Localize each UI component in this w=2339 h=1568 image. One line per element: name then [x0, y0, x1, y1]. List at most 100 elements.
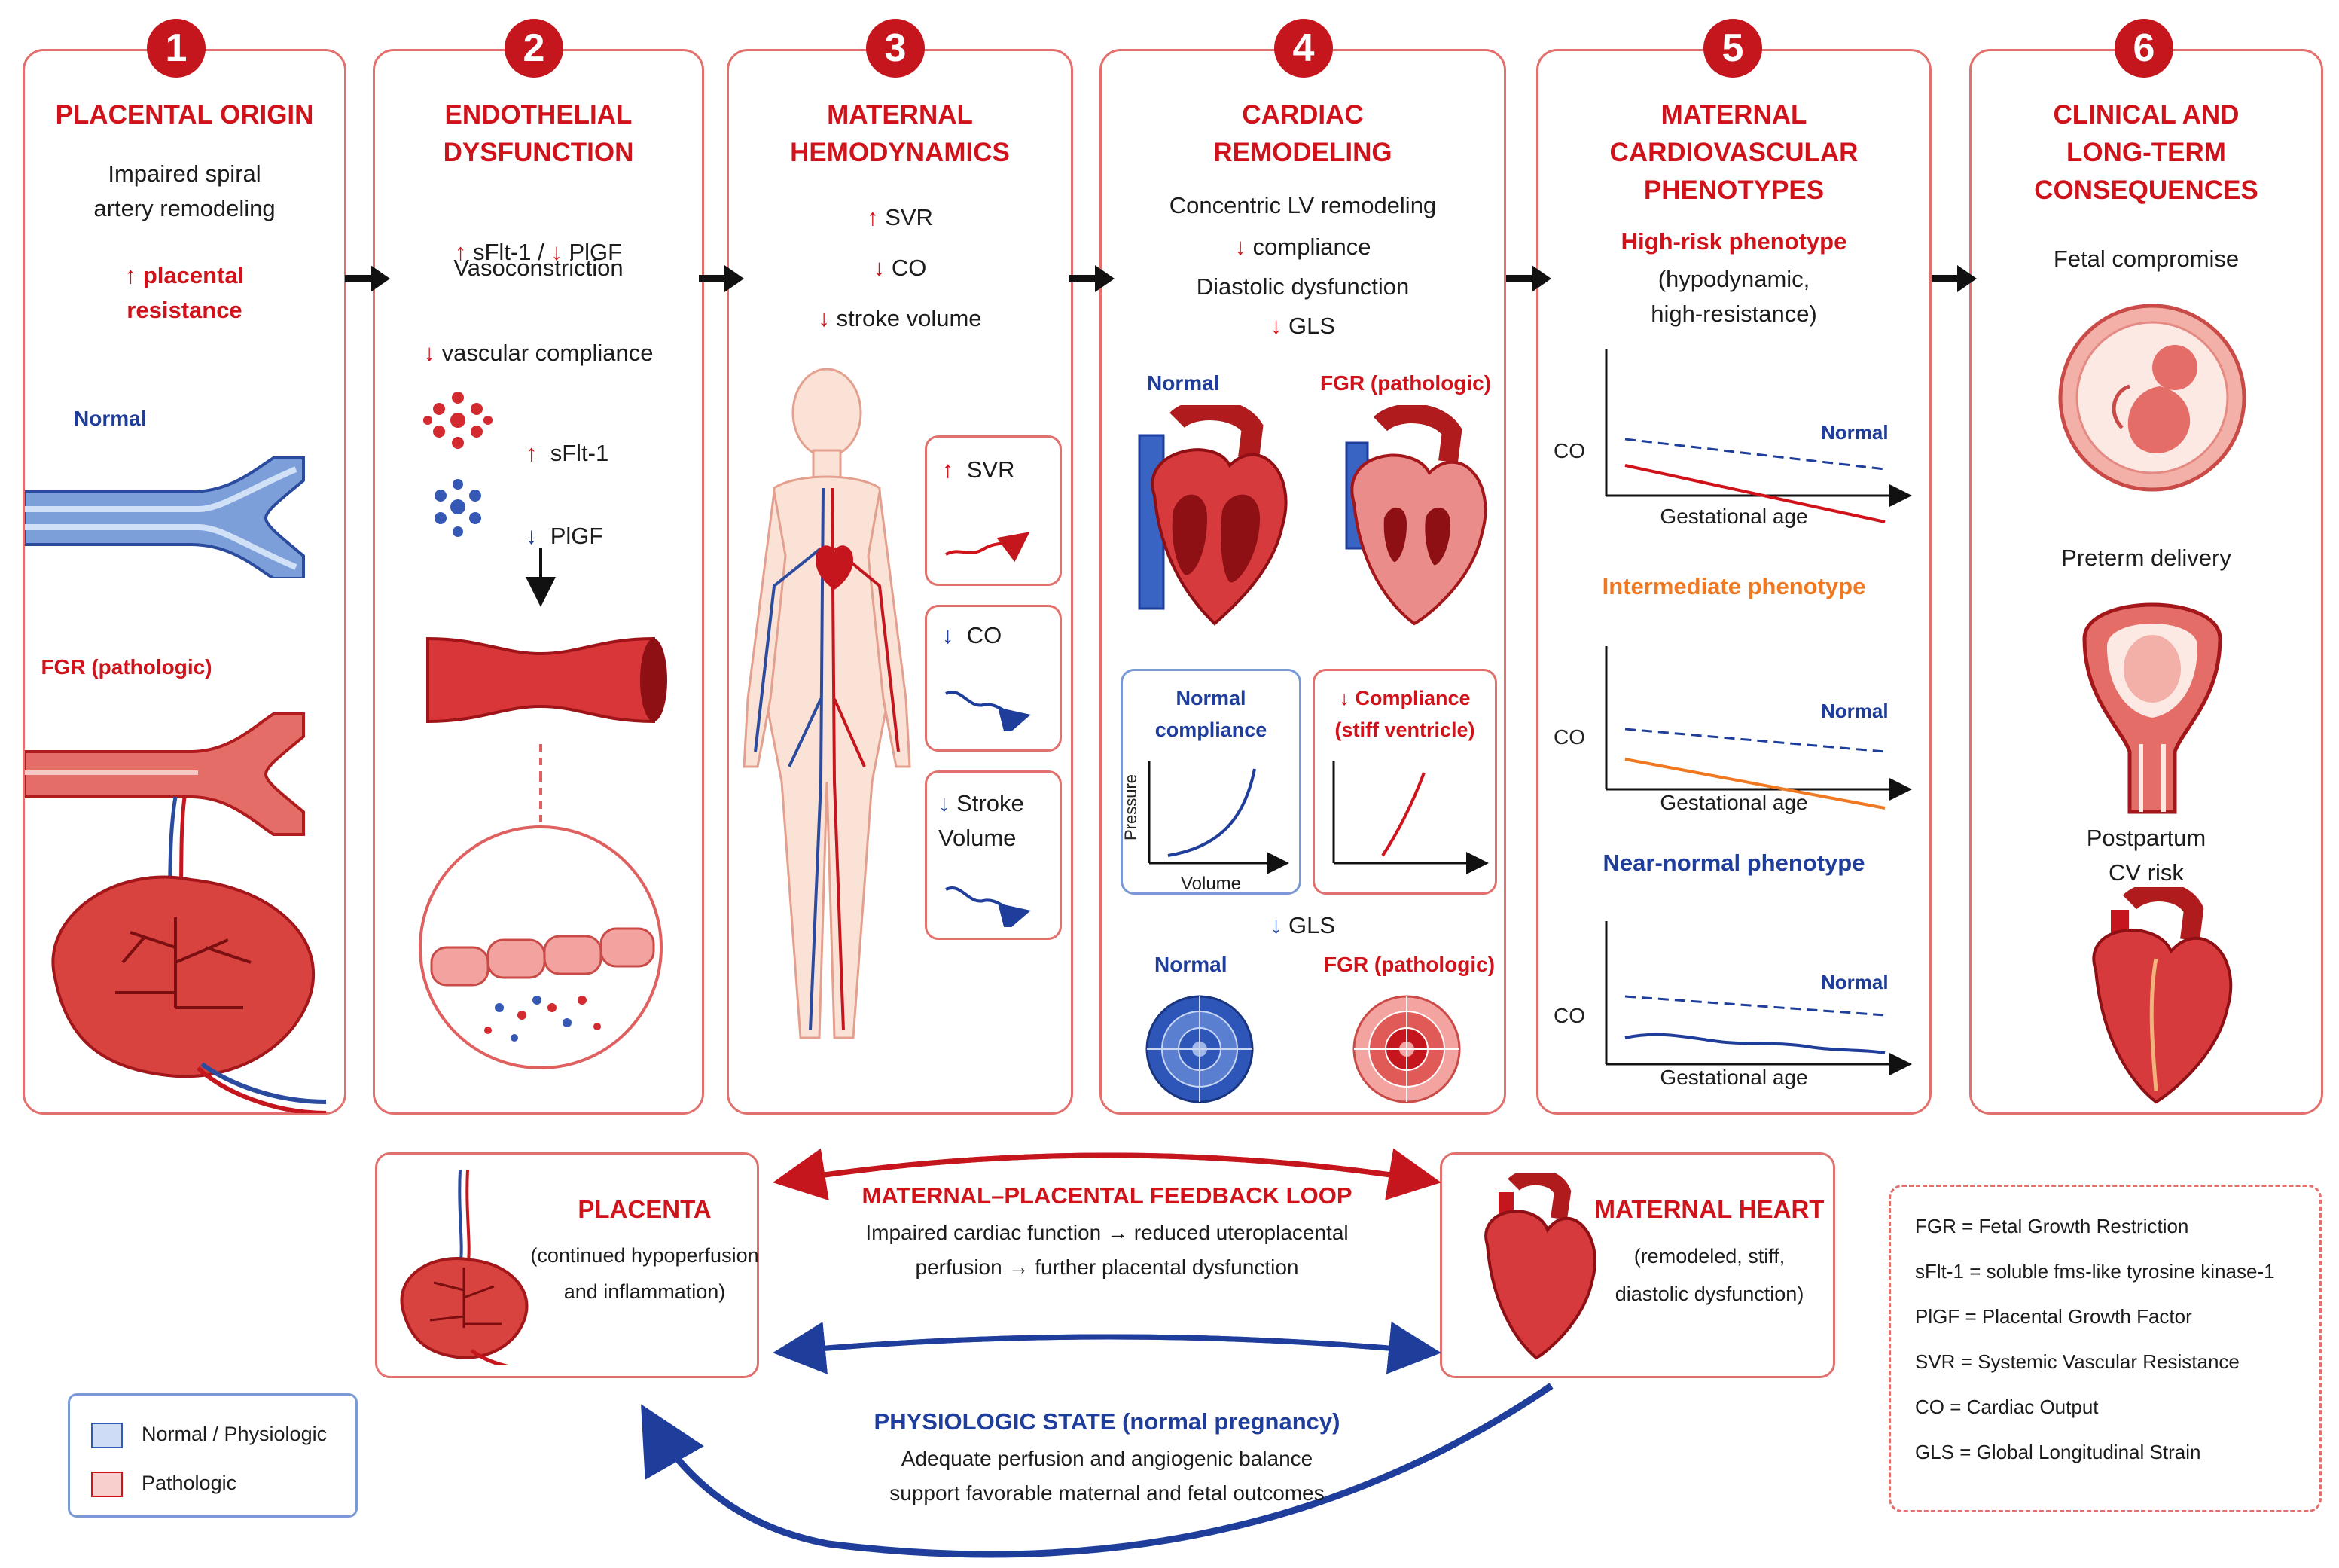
- vasoconstriction-text: Vasoconstriction: [453, 255, 624, 281]
- heart-icon: [1484, 1173, 1596, 1360]
- svg-text:Normal: Normal: [1821, 421, 1889, 444]
- flow-arrow-icon: [1069, 265, 1115, 292]
- flow-arrow-icon: [1506, 265, 1551, 292]
- panel-title: CARDIAC REMODELING: [1213, 100, 1392, 167]
- panel-title: ENDOTHELIAL DYSFUNCTION: [443, 100, 634, 167]
- heart-illustration: [2092, 887, 2233, 1104]
- placenta-subtitle: (continued hypoperfusion and inflammatio…: [530, 1244, 759, 1303]
- label-fgr: FGR (pathologic): [41, 655, 212, 679]
- panel-title: CLINICAL AND LONG-TERM CONSEQUENCES: [2034, 100, 2258, 205]
- fgr-artery-placenta-illustration: [25, 712, 327, 1113]
- panel-title: MATERNAL CARDIOVASCULAR PHENOTYPES: [1609, 100, 1859, 205]
- panel-text: Impaired spiral artery remodeling: [93, 160, 276, 221]
- abbreviation-equals: =: [1964, 1260, 1987, 1283]
- high-risk-subtitle: (hypodynamic, high-resistance): [1651, 266, 1817, 327]
- abbreviation-value: Fetal Growth Restriction: [1978, 1215, 2189, 1237]
- plgf-particles-icon: [435, 479, 481, 537]
- panel-maternal-hemodynamics: MATERNAL HEMODYNAMICS ↑ SVR ↓ CO ↓ strok…: [727, 49, 1073, 1115]
- step-badge-5: 5: [1703, 19, 1762, 78]
- human-body-circulation-illustration: [743, 368, 911, 1039]
- flow-arrow-icon: [699, 265, 744, 292]
- legend-normal-label: Normal / Physiologic: [142, 1423, 328, 1445]
- abbreviation-equals: =: [1944, 1396, 1967, 1418]
- constricted-vessel-illustration: [426, 548, 667, 774]
- abbreviation-key: FGR: [1915, 1215, 1956, 1237]
- normal-compliance-label: Normal compliance: [1154, 687, 1267, 741]
- step-badge-1: 1: [147, 19, 206, 78]
- co-line: ↓ CO: [873, 255, 927, 281]
- stroke-volume-trend-label: ↓ Stroke Volume: [938, 790, 1024, 851]
- abbreviation-value: Placental Growth Factor: [1981, 1305, 2192, 1328]
- panel-title: MATERNAL HEMODYNAMICS: [790, 100, 1010, 167]
- high-risk-title: High-risk phenotype: [1621, 228, 1847, 255]
- panel-endothelial-dysfunction: ENDOTHELIAL DYSFUNCTION ↑ sFlt-1 / ↓ PlG…: [373, 49, 704, 1115]
- sflt-particles-icon: [423, 392, 493, 449]
- feedback-loop-title: MATERNAL–PLACENTAL FEEDBACK LOOP: [861, 1182, 1352, 1209]
- physiologic-state-title: PHYSIOLOGIC STATE (normal pregnancy): [874, 1408, 1340, 1435]
- abbreviation-key: GLS: [1915, 1441, 1955, 1463]
- panel-text-highlight: ↑ placental resistance: [124, 262, 245, 323]
- panel-cardiac-remodeling: CARDIAC REMODELING Concentric LV remodel…: [1099, 49, 1506, 1115]
- abbreviation-key: PlGF: [1915, 1305, 1960, 1328]
- label-normal-bullseye: Normal: [1154, 953, 1227, 976]
- near-normal-title: Near-normal phenotype: [1603, 850, 1865, 876]
- legend-normal-swatch: [91, 1423, 123, 1448]
- label-normal: Normal: [74, 407, 147, 430]
- co-chart-high-risk: CO Normal: [1554, 349, 1912, 523]
- lv-remodeling-text: Concentric LV remodeling: [1169, 192, 1437, 218]
- abbreviation-equals: =: [1956, 1215, 1979, 1237]
- flow-arrow-icon: [345, 265, 390, 292]
- physiologic-state-text: Adequate perfusion and angiogenic balanc…: [889, 1447, 1325, 1505]
- label-fgr: FGR (pathologic): [1320, 371, 1492, 395]
- label-fgr-bullseye: FGR (pathologic): [1324, 953, 1496, 976]
- step-badge-4: 4: [1274, 19, 1333, 78]
- sflt-plgf-line: ↑ sFlt-1 / ↓ PlGF: [454, 239, 623, 265]
- step-badge-3: 3: [866, 19, 925, 78]
- normal-gls-bullseye-icon: [1145, 995, 1254, 1103]
- normal-artery-illustration: [25, 456, 305, 578]
- abbreviation-value: Systemic Vascular Resistance: [1978, 1350, 2240, 1373]
- normal-heart-cross-section-illustration: [1138, 405, 1288, 626]
- panel-clinical-consequences: CLINICAL AND LONG-TERM CONSEQUENCES Feta…: [1969, 49, 2323, 1115]
- diastolic-text: Diastolic dysfunction: [1196, 273, 1410, 300]
- x-axis-label: Gestational age: [1660, 1066, 1808, 1089]
- x-axis-label: Gestational age: [1660, 505, 1808, 528]
- volume-axis-label: Volume: [1180, 874, 1242, 894]
- co-trend-label: ↓ CO: [942, 622, 1002, 648]
- postpartum-risk-text: Postpartum CV risk: [2086, 825, 2206, 886]
- x-axis-label: Gestational age: [1660, 791, 1808, 814]
- abbreviation-equals: =: [1959, 1305, 1982, 1328]
- abbreviation-key: SVR: [1915, 1350, 1956, 1373]
- panel-title: PLACENTAL ORIGIN: [55, 100, 314, 130]
- panel-placental-origin: PLACENTAL ORIGIN Impaired spiral artery …: [23, 49, 346, 1115]
- compliance-line: ↓ compliance: [1234, 233, 1371, 260]
- stiff-compliance-label: ↓ Compliance (stiff ventricle): [1334, 687, 1475, 741]
- uterus-illustration: [2082, 602, 2222, 814]
- abbreviation-equals: =: [1954, 1441, 1977, 1463]
- endothelium-zoom-illustration: [419, 774, 663, 1069]
- co-chart-intermediate: CO Normal: [1554, 646, 1912, 810]
- abbreviation-row: GLS = Global Longitudinal Strain: [1915, 1429, 2275, 1475]
- co-chart-near-normal: CO Normal: [1554, 921, 1912, 1075]
- maternal-heart-subtitle: (remodeled, stiff, diastolic dysfunction…: [1615, 1245, 1804, 1305]
- svr-line: ↑ SVR: [867, 204, 933, 230]
- preterm-delivery-text: Preterm delivery: [2061, 545, 2231, 571]
- placenta-title: PLACENTA: [578, 1195, 712, 1223]
- pressure-axis-label: Pressure: [1123, 774, 1140, 840]
- svg-text:Normal: Normal: [1821, 971, 1889, 993]
- flow-arrow-icon: [1932, 265, 1977, 292]
- abbreviation-equals: =: [1955, 1350, 1978, 1373]
- svg-text:CO: CO: [1554, 725, 1585, 749]
- plgf-label: ↓ PlGF: [526, 523, 604, 549]
- svg-text:Normal: Normal: [1821, 700, 1889, 722]
- abbreviation-value: soluble fms-like tyrosine kinase-1: [1986, 1260, 2275, 1283]
- legend-pathologic-label: Pathologic: [142, 1472, 237, 1494]
- placenta-icon: [400, 1170, 529, 1365]
- sflt-label: ↑ sFlt-1: [526, 440, 609, 466]
- label-normal: Normal: [1147, 371, 1220, 395]
- svg-text:CO: CO: [1554, 439, 1585, 462]
- svr-trend-label: ↑ SVR: [942, 456, 1015, 483]
- placenta-box: PLACENTA (continued hypoperfusion and in…: [375, 1152, 759, 1378]
